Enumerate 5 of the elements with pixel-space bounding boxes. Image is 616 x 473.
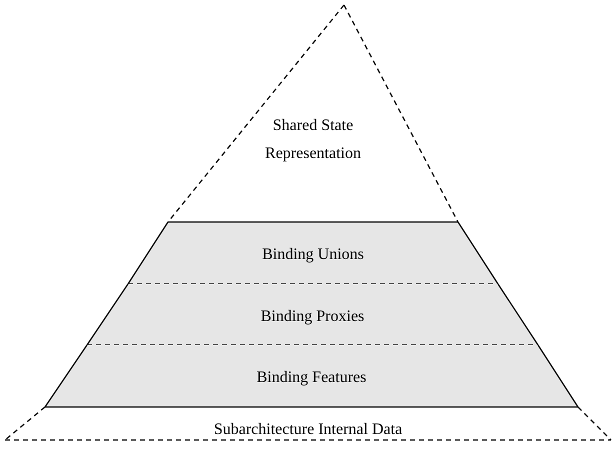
layer-label: Shared State Representation <box>265 116 361 164</box>
layer-label: Binding Features <box>256 368 366 388</box>
layer-label: Binding Unions <box>262 245 364 265</box>
layer-label: Binding Proxies <box>260 307 364 327</box>
layer-label: Subarchitecture Internal Data <box>214 420 402 440</box>
